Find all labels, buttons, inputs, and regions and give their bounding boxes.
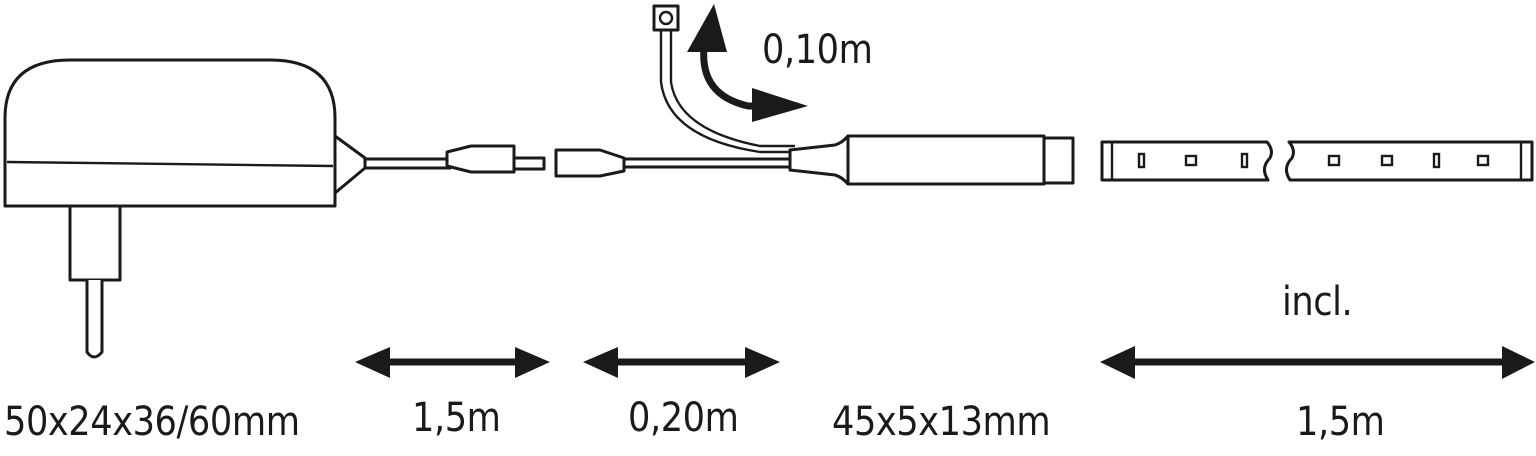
adapter-cable-drawing [363,144,546,174]
led-strip-drawing [1100,140,1534,182]
connector-cable-drawing [554,148,796,178]
strip-note-label: incl. [1282,279,1353,325]
sensor-bend-arrow [687,4,808,122]
strip-length-label: 1,5m [1296,399,1385,445]
sensor-length-label: 0,10m [762,27,873,73]
sensor-lead-drawing [652,4,795,154]
strip-length-arrow [1100,346,1535,379]
connector-length-label: 0,20m [628,395,739,441]
power-adapter-drawing [3,58,367,359]
cable-length-label: 1,5m [412,395,501,441]
controller-dimensions-label: 45x5x13mm [832,399,1051,445]
connector-length-arrow [583,347,780,378]
controller-drawing [788,134,1075,186]
adapter-dimensions-label: 50x24x36/60mm [4,399,300,445]
cable-length-arrow [355,347,550,378]
